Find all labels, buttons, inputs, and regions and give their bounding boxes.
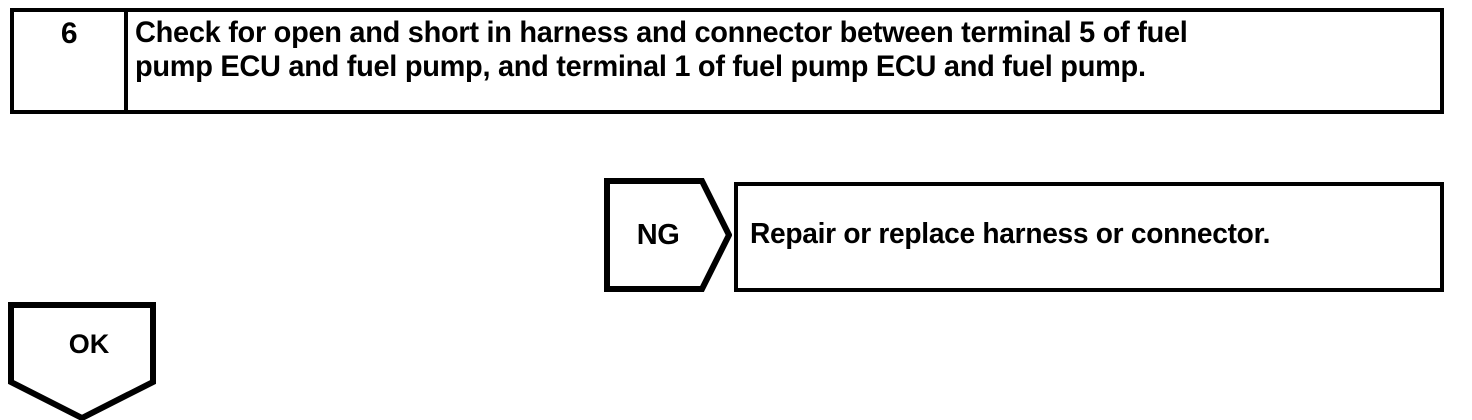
ng-pentagon-icon [604, 178, 732, 292]
ng-action-box: Repair or replace harness or connector. [734, 182, 1444, 292]
step-number: 6 [60, 17, 78, 50]
step-table: 6 Check for open and short in harness an… [10, 8, 1444, 114]
ng-marker-label: NG [636, 218, 680, 251]
ok-branch-marker: OK [8, 302, 156, 420]
ng-branch-marker: NG [604, 178, 732, 292]
step-number-cell: 6 [14, 12, 128, 110]
ok-pentagon-icon [8, 302, 156, 420]
step-instruction-text: Check for open and short in harness and … [135, 16, 1188, 83]
ok-marker-label: OK [68, 328, 110, 359]
ng-action-text: Repair or replace harness or connector. [750, 218, 1271, 250]
step-instruction-cell: Check for open and short in harness and … [128, 12, 1440, 110]
